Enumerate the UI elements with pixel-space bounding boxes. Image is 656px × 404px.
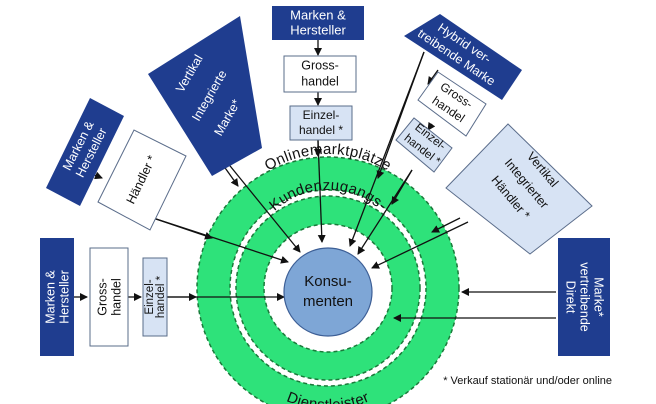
consumer-node: Konsu- menten xyxy=(283,247,373,337)
box-label: Einzel- xyxy=(144,279,156,314)
box-label: handel * xyxy=(155,275,167,318)
box-label: Marken & xyxy=(290,7,346,22)
box-label: Gross- xyxy=(301,58,339,72)
box-label: Marken & xyxy=(43,270,57,324)
box-label: handel xyxy=(109,278,123,316)
channel-arrows xyxy=(74,40,556,322)
box-vertikal-integrierte-marke: Vertikal Integrierte Marke* xyxy=(148,16,262,176)
arrow xyxy=(317,139,326,243)
box-label: Direkt xyxy=(564,281,578,314)
box-label: Einzel- xyxy=(303,108,340,122)
box-label: handel xyxy=(301,74,339,88)
consumer-label-1: Konsu- xyxy=(304,273,352,290)
box-top-einzelhandel: Einzel- handel * xyxy=(289,105,353,141)
arrow xyxy=(146,215,289,264)
arrow xyxy=(357,169,413,255)
box-label: vertreibende xyxy=(578,262,592,332)
arrow xyxy=(348,51,425,247)
box-vertikal-integrierter-haendler: Vertikal Integrierter Händler * xyxy=(445,123,593,255)
box-left-einzelhandel: Einzel- handel * xyxy=(142,257,168,337)
box-label: Gross- xyxy=(95,278,109,316)
box-direkt-vertreibende-marke: Direkt vertreibende Marke* xyxy=(558,238,610,356)
arrow xyxy=(221,155,301,253)
arrow xyxy=(431,217,461,233)
arrow xyxy=(427,69,439,85)
consumer-label-2: menten xyxy=(303,293,353,310)
arrow xyxy=(371,221,469,269)
box-left-marken-hersteller: Marken & Hersteller xyxy=(40,238,74,356)
box-label: Marke* xyxy=(592,277,606,317)
box-label: handel * xyxy=(299,123,343,137)
box-top-marken-hersteller: Marken & Hersteller xyxy=(272,6,364,40)
footnote: * Verkauf stationär und/oder online xyxy=(443,375,612,387)
box-upper-left-haendler: Händler * xyxy=(97,129,187,231)
box-left-grosshandel: Gross- handel xyxy=(89,247,129,347)
box-label: Hersteller xyxy=(57,270,71,324)
box-label: Hersteller xyxy=(290,22,346,37)
box-hybrid-einzelhandel: Einzel- handel * xyxy=(395,117,453,173)
box-top-grosshandel: Gross- handel xyxy=(283,55,357,93)
